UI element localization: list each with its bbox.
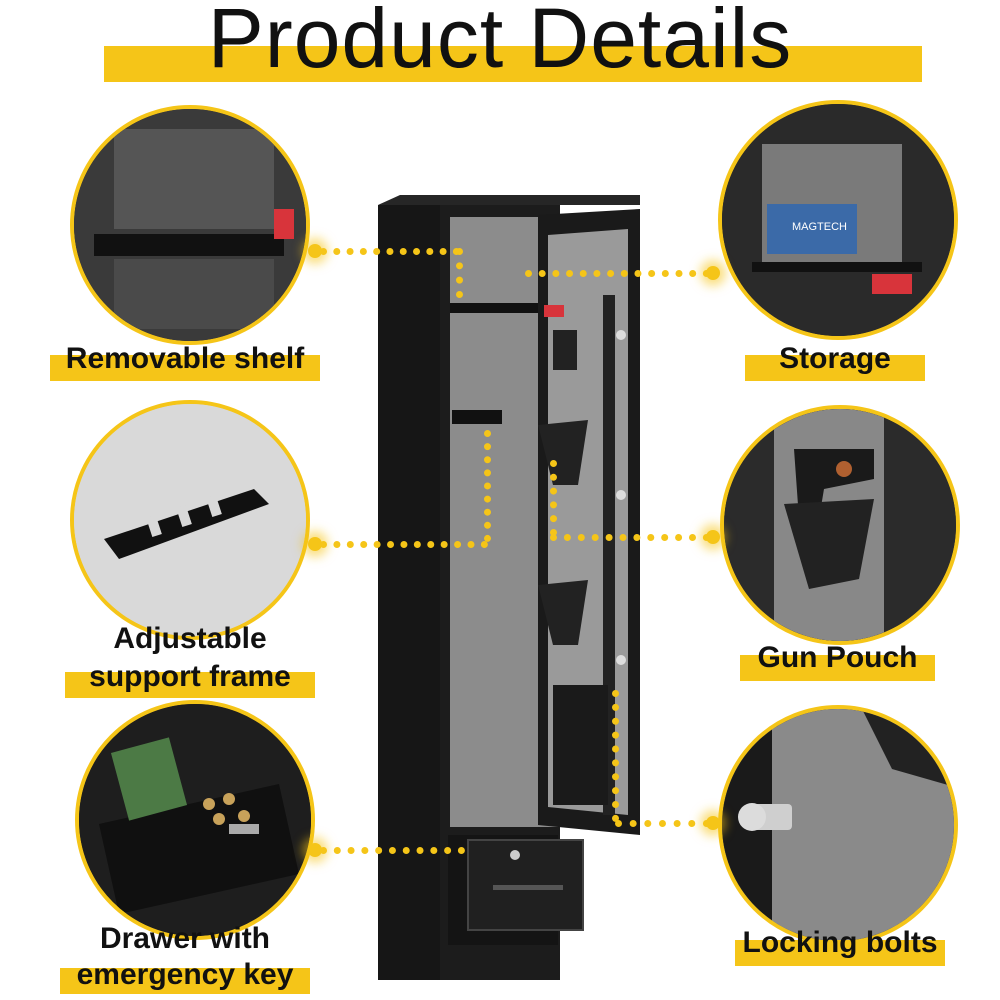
keypad-panel — [553, 330, 577, 370]
connector-pouch — [550, 534, 710, 541]
gun-pouch-art — [724, 409, 956, 641]
title-banner: Product Details — [0, 0, 1000, 95]
connector-dot-drawer — [308, 843, 322, 857]
support-frame — [452, 410, 502, 424]
drawer-handle — [493, 885, 563, 890]
storage-closeup: MAGTECH — [718, 100, 958, 340]
connector-dot-frame — [308, 537, 322, 551]
door-lower-panel — [553, 685, 608, 805]
ammo-box-text: MAGTECH — [792, 221, 847, 233]
label-gun-pouch: Gun Pouch — [757, 641, 918, 674]
door-label — [544, 305, 564, 317]
bolt-1 — [616, 330, 626, 340]
support-frame-closeup — [70, 400, 310, 640]
bolt-2 — [616, 490, 626, 500]
shelf-closeup-art — [74, 109, 306, 341]
safe-top — [378, 195, 640, 205]
bolt-3 — [616, 655, 626, 665]
gun-pouch-closeup — [720, 405, 960, 645]
label-removable-shelf: Removable shelf — [65, 342, 305, 375]
connector-frame — [320, 541, 488, 548]
safe-side-panel — [378, 205, 448, 980]
label-highlight-locking-bolts — [735, 940, 945, 966]
drawer-closeup — [75, 700, 315, 940]
connector-bolts — [615, 820, 710, 827]
connector-shelf-vertical — [456, 248, 463, 298]
label-storage: Storage — [779, 342, 891, 375]
connector-drawer — [320, 847, 465, 854]
connector-pouch-vertical — [550, 460, 557, 536]
safe-illustration — [378, 195, 640, 980]
label-locking-bolts: Locking bolts — [742, 926, 938, 959]
connector-shelf — [320, 248, 460, 255]
label-drawer-line1: Drawer with — [99, 922, 271, 955]
safe-image — [378, 195, 640, 980]
label-drawer-line2: emergency key — [76, 958, 294, 991]
label-highlight-drawer — [60, 968, 310, 994]
storage-closeup-art: MAGTECH — [722, 104, 954, 336]
removable-shelf — [450, 303, 558, 313]
label-highlight-adjustable — [65, 672, 315, 698]
support-frame-art — [74, 404, 306, 636]
connector-frame-vertical — [484, 430, 491, 542]
label-adjustable-line1: Adjustable — [113, 622, 267, 655]
label-highlight-storage — [745, 355, 925, 381]
connector-storage — [525, 270, 710, 277]
connector-dot-shelf — [308, 244, 322, 258]
drawer-front — [467, 839, 584, 931]
drawer-closeup-art — [79, 704, 311, 936]
title-highlight — [104, 46, 922, 82]
connector-bolts-vertical — [612, 690, 619, 822]
door-pouch-lower — [538, 580, 588, 645]
label-highlight-gun-pouch — [740, 655, 935, 681]
locking-bolt-art — [722, 709, 954, 941]
page-title: Product Details — [207, 0, 793, 85]
drawer-lock — [510, 850, 520, 860]
label-highlight-shelf — [50, 355, 320, 381]
locking-bolt-closeup — [718, 705, 958, 945]
label-adjustable-line2: support frame — [89, 660, 291, 693]
shelf-closeup — [70, 105, 310, 345]
